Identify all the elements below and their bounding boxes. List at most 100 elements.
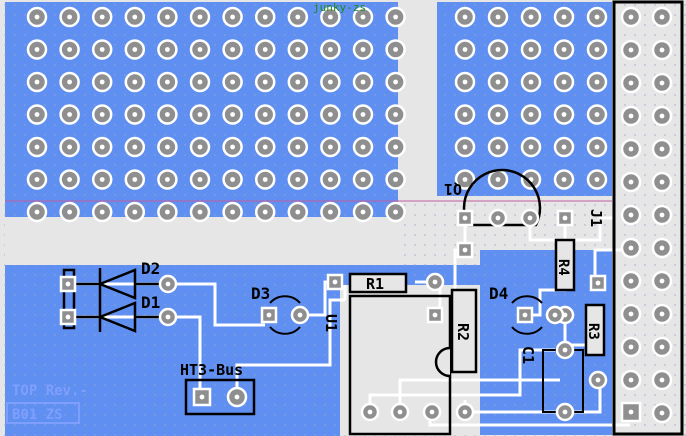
drill-hole	[67, 47, 72, 52]
drill-hole	[562, 215, 568, 221]
drill-hole	[527, 215, 533, 221]
drill-hole	[432, 279, 438, 285]
drill-hole	[628, 47, 634, 53]
drill-hole	[561, 144, 567, 150]
drill-hole	[34, 144, 40, 150]
drill-hole	[295, 112, 301, 117]
drill-hole	[528, 79, 534, 85]
drill-hole	[393, 144, 398, 150]
drill-hole	[34, 14, 40, 20]
drill-hole	[561, 79, 567, 85]
drill-hole	[99, 47, 105, 52]
drill-hole	[332, 279, 338, 285]
drill-hole	[34, 79, 40, 85]
drill-hole	[34, 112, 40, 117]
drill-hole	[552, 312, 558, 318]
drill-hole	[197, 79, 203, 85]
component-pads	[59, 208, 608, 422]
drill-hole	[165, 314, 171, 320]
drill-hole	[595, 377, 601, 383]
drill-hole	[262, 144, 268, 150]
drill-hole	[328, 177, 333, 182]
drill-hole	[67, 79, 72, 85]
drill-hole	[234, 394, 240, 400]
prototype-pad-grid	[26, 6, 608, 223]
r1-resistor	[348, 272, 408, 294]
drill-hole	[659, 212, 665, 218]
r3-resistor	[584, 303, 606, 357]
drill-hole	[659, 179, 665, 185]
drill-hole	[262, 112, 268, 117]
drill-hole	[99, 177, 105, 182]
drill-hole	[522, 312, 528, 318]
drill-hole	[132, 177, 138, 182]
drill-hole	[360, 144, 366, 150]
drill-hole	[67, 144, 72, 150]
drill-hole	[67, 177, 72, 182]
drill-hole	[429, 409, 435, 415]
board-name: junky-zs	[313, 1, 366, 14]
r2-resistor	[450, 288, 478, 374]
drill-hole	[628, 113, 634, 119]
drill-hole	[67, 112, 72, 117]
drill-hole	[393, 177, 398, 182]
label-d3: D3	[251, 284, 270, 303]
label-d1: D1	[141, 293, 160, 312]
drill-hole	[462, 177, 468, 182]
label-c1: C1	[519, 346, 537, 364]
drill-hole	[165, 144, 170, 150]
drill-hole	[462, 79, 468, 85]
drill-hole	[67, 209, 72, 215]
drill-hole	[295, 177, 301, 182]
drill-hole	[295, 144, 301, 150]
drill-hole	[659, 146, 665, 152]
drill-hole	[628, 245, 634, 251]
drill-hole	[628, 377, 634, 383]
drill-hole	[99, 209, 105, 215]
drill-hole	[432, 312, 438, 318]
drill-hole	[165, 209, 170, 215]
drill-hole	[197, 112, 203, 117]
drill-hole	[262, 14, 268, 20]
drill-hole	[34, 47, 40, 52]
drill-hole	[65, 314, 71, 320]
drill-hole	[594, 112, 600, 117]
mirror-label: B01 ZS	[12, 407, 63, 423]
drill-hole	[132, 79, 138, 85]
drill-hole	[328, 112, 333, 117]
drill-hole	[495, 112, 501, 117]
drill-hole	[462, 47, 468, 52]
label-d2: D2	[141, 259, 160, 278]
drill-hole	[659, 80, 665, 86]
drill-hole	[659, 245, 665, 251]
drill-hole	[561, 47, 567, 52]
drill-hole	[230, 14, 236, 20]
drill-hole	[659, 377, 665, 383]
drill-hole	[528, 47, 534, 52]
drill-hole	[295, 209, 301, 215]
drill-hole	[393, 14, 398, 20]
drill-hole	[297, 312, 303, 318]
label-j1: J1	[587, 209, 605, 227]
drill-hole	[328, 209, 333, 215]
drill-hole	[99, 14, 105, 20]
label-r3: R3	[585, 323, 601, 340]
r4-resistor	[554, 238, 576, 292]
drill-hole	[393, 209, 398, 215]
drill-hole	[197, 47, 203, 52]
label-r1: R1	[366, 275, 384, 293]
drill-hole	[462, 215, 468, 221]
drill-hole	[132, 209, 138, 215]
drill-hole	[659, 47, 665, 53]
drill-hole	[34, 209, 40, 215]
drill-hole	[495, 215, 501, 221]
drill-hole	[367, 409, 373, 415]
drill-hole	[165, 14, 170, 20]
drill-hole	[295, 79, 301, 85]
drill-hole	[99, 112, 105, 117]
drill-hole	[495, 177, 501, 182]
drill-hole	[295, 14, 301, 20]
drill-hole	[230, 47, 236, 52]
drill-hole	[462, 112, 468, 117]
